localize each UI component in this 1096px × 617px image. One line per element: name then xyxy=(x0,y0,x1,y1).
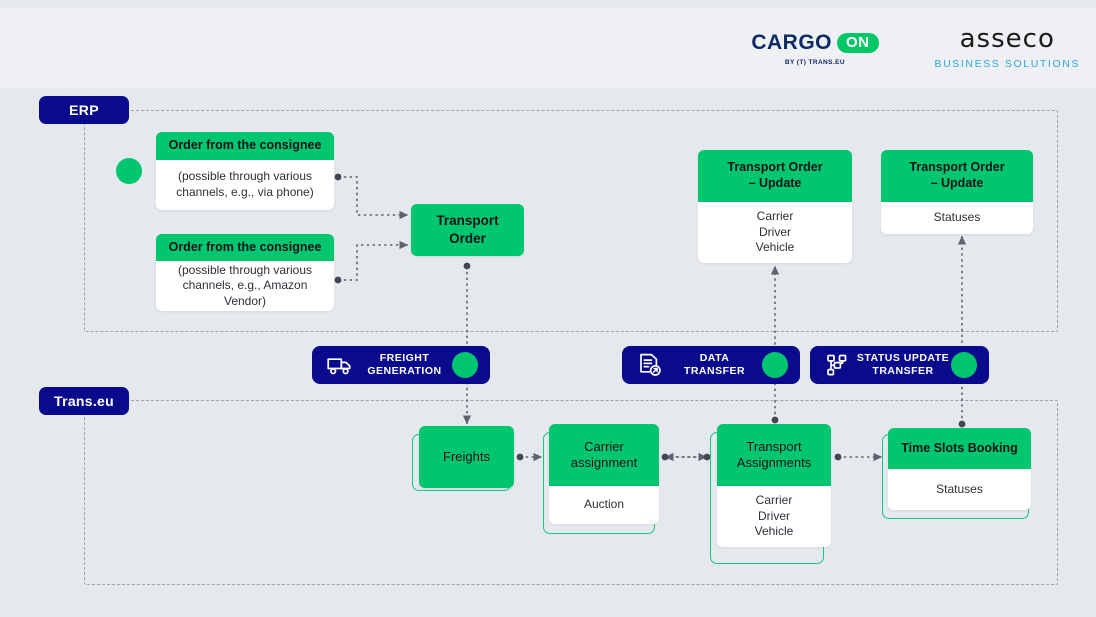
card-carrier-assignment: Carrier assignment Auction xyxy=(549,424,659,524)
lane-trans xyxy=(84,400,1058,585)
card-transport-order: Transport Order xyxy=(411,204,524,256)
document-transfer-icon xyxy=(633,353,667,377)
card-freights: Freights xyxy=(419,426,514,488)
pill-status-dot xyxy=(951,352,977,378)
pill-freight-generation[interactable]: FREIGHT GENERATION xyxy=(312,346,490,384)
lane-erp xyxy=(84,110,1058,332)
node-network-icon xyxy=(821,353,855,377)
asseco-wordmark: asseco xyxy=(959,24,1055,54)
card-title: Transport Order – Update xyxy=(881,150,1033,202)
pill-status-update-transfer[interactable]: STATUS UPDATE TRANSFER xyxy=(810,346,989,384)
card-title: Order from the consignee xyxy=(156,132,334,160)
pill-label: DATA TRANSFER xyxy=(683,351,746,377)
pill-status-dot xyxy=(762,352,788,378)
cargoon-on-badge: ON xyxy=(837,32,879,53)
header-band xyxy=(0,8,1096,88)
card-line: Vehicle xyxy=(754,524,794,539)
card-body: (possible through various channels, e.g.… xyxy=(156,160,334,210)
card-body: Carrier Driver Vehicle xyxy=(698,202,852,263)
card-line: Statuses xyxy=(933,210,981,225)
card-title: Time Slots Booking xyxy=(888,428,1031,469)
pill-label: FREIGHT GENERATION xyxy=(367,351,442,377)
cargoon-logo: CARGO ON BY (T) TRANS.EU xyxy=(751,30,879,66)
card-transport-assignments: Transport Assignments Carrier Driver Veh… xyxy=(717,424,831,547)
card-title: Transport Assignments xyxy=(717,424,831,486)
header-logos: CARGO ON BY (T) TRANS.EU asseco BUSINESS… xyxy=(751,8,1080,88)
erp-source-dot xyxy=(116,158,142,184)
card-title: Carrier assignment xyxy=(549,424,659,486)
card-line: Driver xyxy=(759,224,791,239)
card-order-from-consignee-amazon: Order from the consignee (possible throu… xyxy=(156,234,334,311)
cargoon-wordmark: CARGO xyxy=(751,30,832,54)
card-body: (possible through various channels, e.g.… xyxy=(156,261,334,311)
card-body: Statuses xyxy=(881,202,1033,234)
pill-status-dot xyxy=(452,352,478,378)
lane-tag-erp: ERP xyxy=(39,96,129,124)
cargoon-byline: BY (T) TRANS.EU xyxy=(784,58,845,66)
card-line: Vehicle xyxy=(755,240,795,255)
asseco-logo: asseco BUSINESS SOLUTIONS xyxy=(935,26,1081,70)
card-body: Statuses xyxy=(888,469,1031,510)
card-body: Carrier Driver Vehicle xyxy=(717,486,831,547)
card-body: Auction xyxy=(549,486,659,524)
card-line: Driver xyxy=(758,508,790,523)
card-time-slots-booking: Time Slots Booking Statuses xyxy=(888,428,1031,510)
card-transport-order-update-statuses: Transport Order – Update Statuses xyxy=(881,150,1033,234)
card-line: Carrier xyxy=(756,209,794,224)
card-title: Transport Order – Update xyxy=(698,150,852,202)
card-title: Order from the consignee xyxy=(156,234,334,261)
asseco-subtitle: BUSINESS SOLUTIONS xyxy=(934,58,1080,70)
card-line: Carrier xyxy=(755,493,793,508)
truck-icon xyxy=(323,356,357,375)
lane-tag-trans: Trans.eu xyxy=(39,387,129,415)
card-order-from-consignee-phone: Order from the consignee (possible throu… xyxy=(156,132,334,210)
card-transport-order-update-carrier: Transport Order – Update Carrier Driver … xyxy=(698,150,852,263)
pill-label: STATUS UPDATE TRANSFER xyxy=(856,351,950,377)
pill-data-transfer[interactable]: DATA TRANSFER xyxy=(622,346,800,384)
